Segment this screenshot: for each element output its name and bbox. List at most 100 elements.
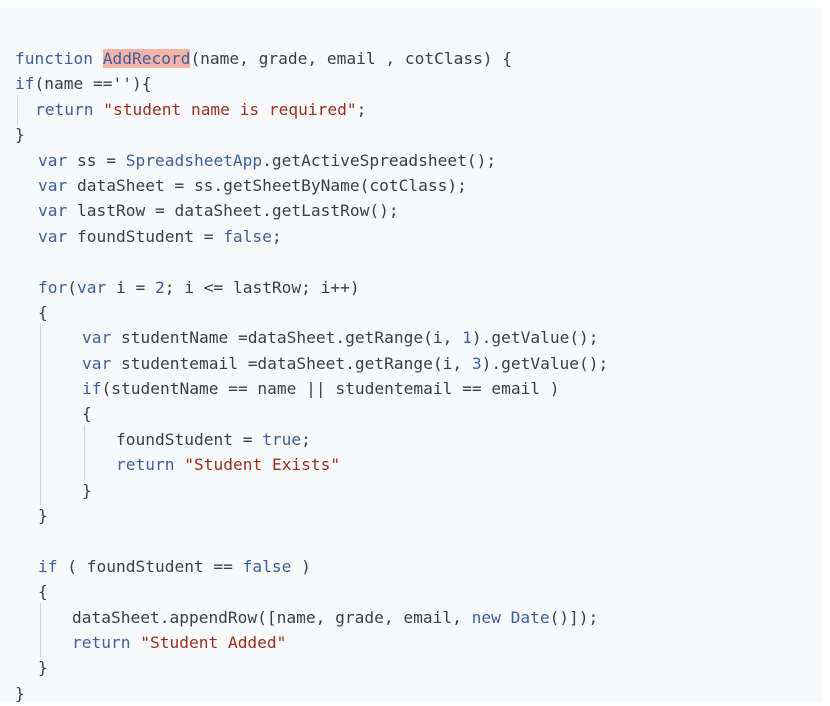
indent [15,376,38,401]
indent [15,478,38,503]
code-line-10: for(var i = 2; i <= lastRow; i++) [15,275,608,300]
keyword: return [72,632,131,652]
keyword: true [262,429,302,449]
code-text: } [15,125,25,145]
string-literal: "student name is required" [103,99,357,119]
code-line-4: } [15,122,608,147]
indent [15,655,38,680]
code-block-panel: function AddRecord(name, grade, email , … [0,8,822,703]
code-text: ; [301,429,311,449]
code-text: ( foundStudent == [57,556,243,576]
indent-guide [82,424,116,456]
string-literal: "Student Exists" [184,455,341,475]
keyword: new [471,607,501,627]
indent-guide [38,424,82,456]
keyword: var [38,201,68,221]
code-line-19: } [15,503,608,528]
code-text: (studentName == name || studentemail == … [101,379,560,399]
indent-guide [38,374,82,405]
code-text: studentName =dataSheet.getRange(i, [111,328,463,348]
number-literal: 2 [154,277,165,297]
code-text: ).getValue(); [471,328,599,348]
keyword: for [38,277,68,297]
code-block: function AddRecord(name, grade, email , … [15,46,608,706]
keyword: var [77,277,107,297]
indent [15,579,38,604]
indent [15,198,38,223]
code-text: (name ==''){ [34,74,152,94]
code-line-11: { [15,300,608,325]
code-line-1: function AddRecord(name, grade, email , … [15,46,608,71]
indent [15,173,38,198]
code-text: foundStudent = [116,429,263,449]
indent-guide [38,627,72,659]
class-name: SpreadsheetApp [125,150,263,170]
indent [15,351,38,376]
indent-guide [38,348,82,380]
code-text: ( [67,277,77,297]
code-line-3: return "student name is required"; [15,94,608,126]
code-text: } [38,506,48,526]
indent-guide [82,450,116,482]
code-text: ; i <= lastRow; i++) [164,277,360,297]
indent [15,503,38,528]
code-text: foundStudent = [67,226,224,246]
keyword: false [223,226,272,246]
keyword: var [38,150,68,170]
code-line-23: dataSheet.appendRow([name, grade, email,… [15,602,608,634]
indent-guide [38,602,72,634]
code-line-25: } [15,655,608,680]
code-text: i = [106,277,155,297]
indent [15,148,38,173]
code-line-18: } [15,475,608,507]
code-text: dataSheet = ss.getSheetByName(cotClass); [67,175,467,195]
code-line-8: var foundStudent = false; [15,224,608,249]
code-text: } [38,658,48,678]
code-line-24: return "Student Added" [15,627,608,659]
code-text: ; [271,226,282,246]
code-line-9-blank [15,249,608,274]
string-literal: "Student Added" [140,632,287,652]
code-text: .getActiveSpreadsheet(); [262,150,497,170]
indent-guide [15,94,35,126]
indent [15,325,38,350]
code-line-12: var studentName =dataSheet.getRange(i, 1… [15,323,608,355]
code-line-13: var studentemail =dataSheet.getRange(i, … [15,348,608,380]
keyword: var [38,226,68,246]
code-line-20-blank [15,528,608,553]
code-line-7: var lastRow = dataSheet.getLastRow(); [15,198,608,223]
keyword: if [15,74,35,94]
keyword: function [15,49,93,68]
indent-guide [38,399,82,431]
indent-guide [38,323,82,355]
code-text: } [15,683,25,703]
code-line-6: var dataSheet = ss.getSheetByName(cotCla… [15,173,608,198]
code-line-17: return "Student Exists" [15,450,608,482]
keyword: var [82,328,112,348]
code-line-26: } [15,681,608,706]
indent [15,427,38,452]
keyword: var [82,353,112,373]
indent [15,630,38,655]
code-text: } [82,480,92,500]
indent-guide [38,450,82,482]
class-name: Date [510,607,550,627]
code-line-21: if ( foundStudent == false ) [15,554,608,579]
indent [15,275,38,300]
code-line-16: foundStudent = true; [15,424,608,456]
keyword: return [35,99,94,119]
number-literal: 3 [471,353,482,373]
code-line-22: { [15,579,608,604]
indent [15,401,38,426]
code-text: { [82,404,92,424]
number-literal: 1 [462,328,472,348]
code-text: { [38,582,48,602]
indent [15,452,38,477]
indent [15,224,38,249]
keyword: if [38,556,58,576]
highlighted-function-name: AddRecord [102,49,191,68]
code-line-15: { [15,399,608,431]
indent-guide [38,475,82,507]
code-text: ; [356,99,367,119]
code-text: dataSheet.appendRow([name, grade, email, [72,607,472,627]
